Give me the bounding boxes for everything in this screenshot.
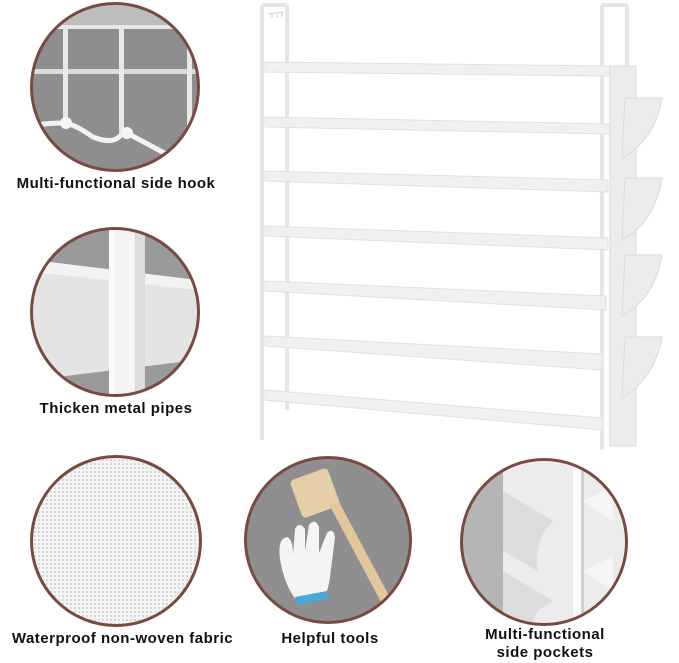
fabric-closeup-image [30, 455, 202, 627]
work-glove-icon [279, 521, 335, 605]
tools-closeup-image [244, 456, 412, 624]
shoe-rack-product-image [250, 0, 670, 455]
side-pockets-caption-line1: Multi-functional [485, 626, 605, 643]
side-hook-closeup-image [30, 2, 200, 172]
side-pockets-caption-line2: side pockets [496, 644, 594, 661]
fabric-caption: Waterproof non-woven fabric [11, 630, 234, 647]
wooden-mallet-icon [290, 468, 391, 603]
side-pockets-caption: Multi-functional side pockets [470, 626, 620, 662]
small-hooks-icon [267, 11, 285, 18]
metal-pipes-caption: Thicken metal pipes [39, 400, 193, 417]
metal-pipes-closeup-image [30, 227, 200, 397]
side-hook-icon [33, 5, 197, 169]
shelves [264, 61, 611, 431]
metal-pipe-icon [33, 230, 197, 394]
side-pocket-panel [609, 65, 663, 447]
hammer-and-glove-icon [279, 468, 391, 605]
tools-caption: Helpful tools [281, 630, 379, 647]
side-pockets-closeup-image [460, 458, 628, 626]
shoe-rack-icon [260, 3, 663, 450]
side-pockets-icon [503, 461, 625, 623]
side-hook-caption: Multi-functional side hook [16, 175, 216, 192]
